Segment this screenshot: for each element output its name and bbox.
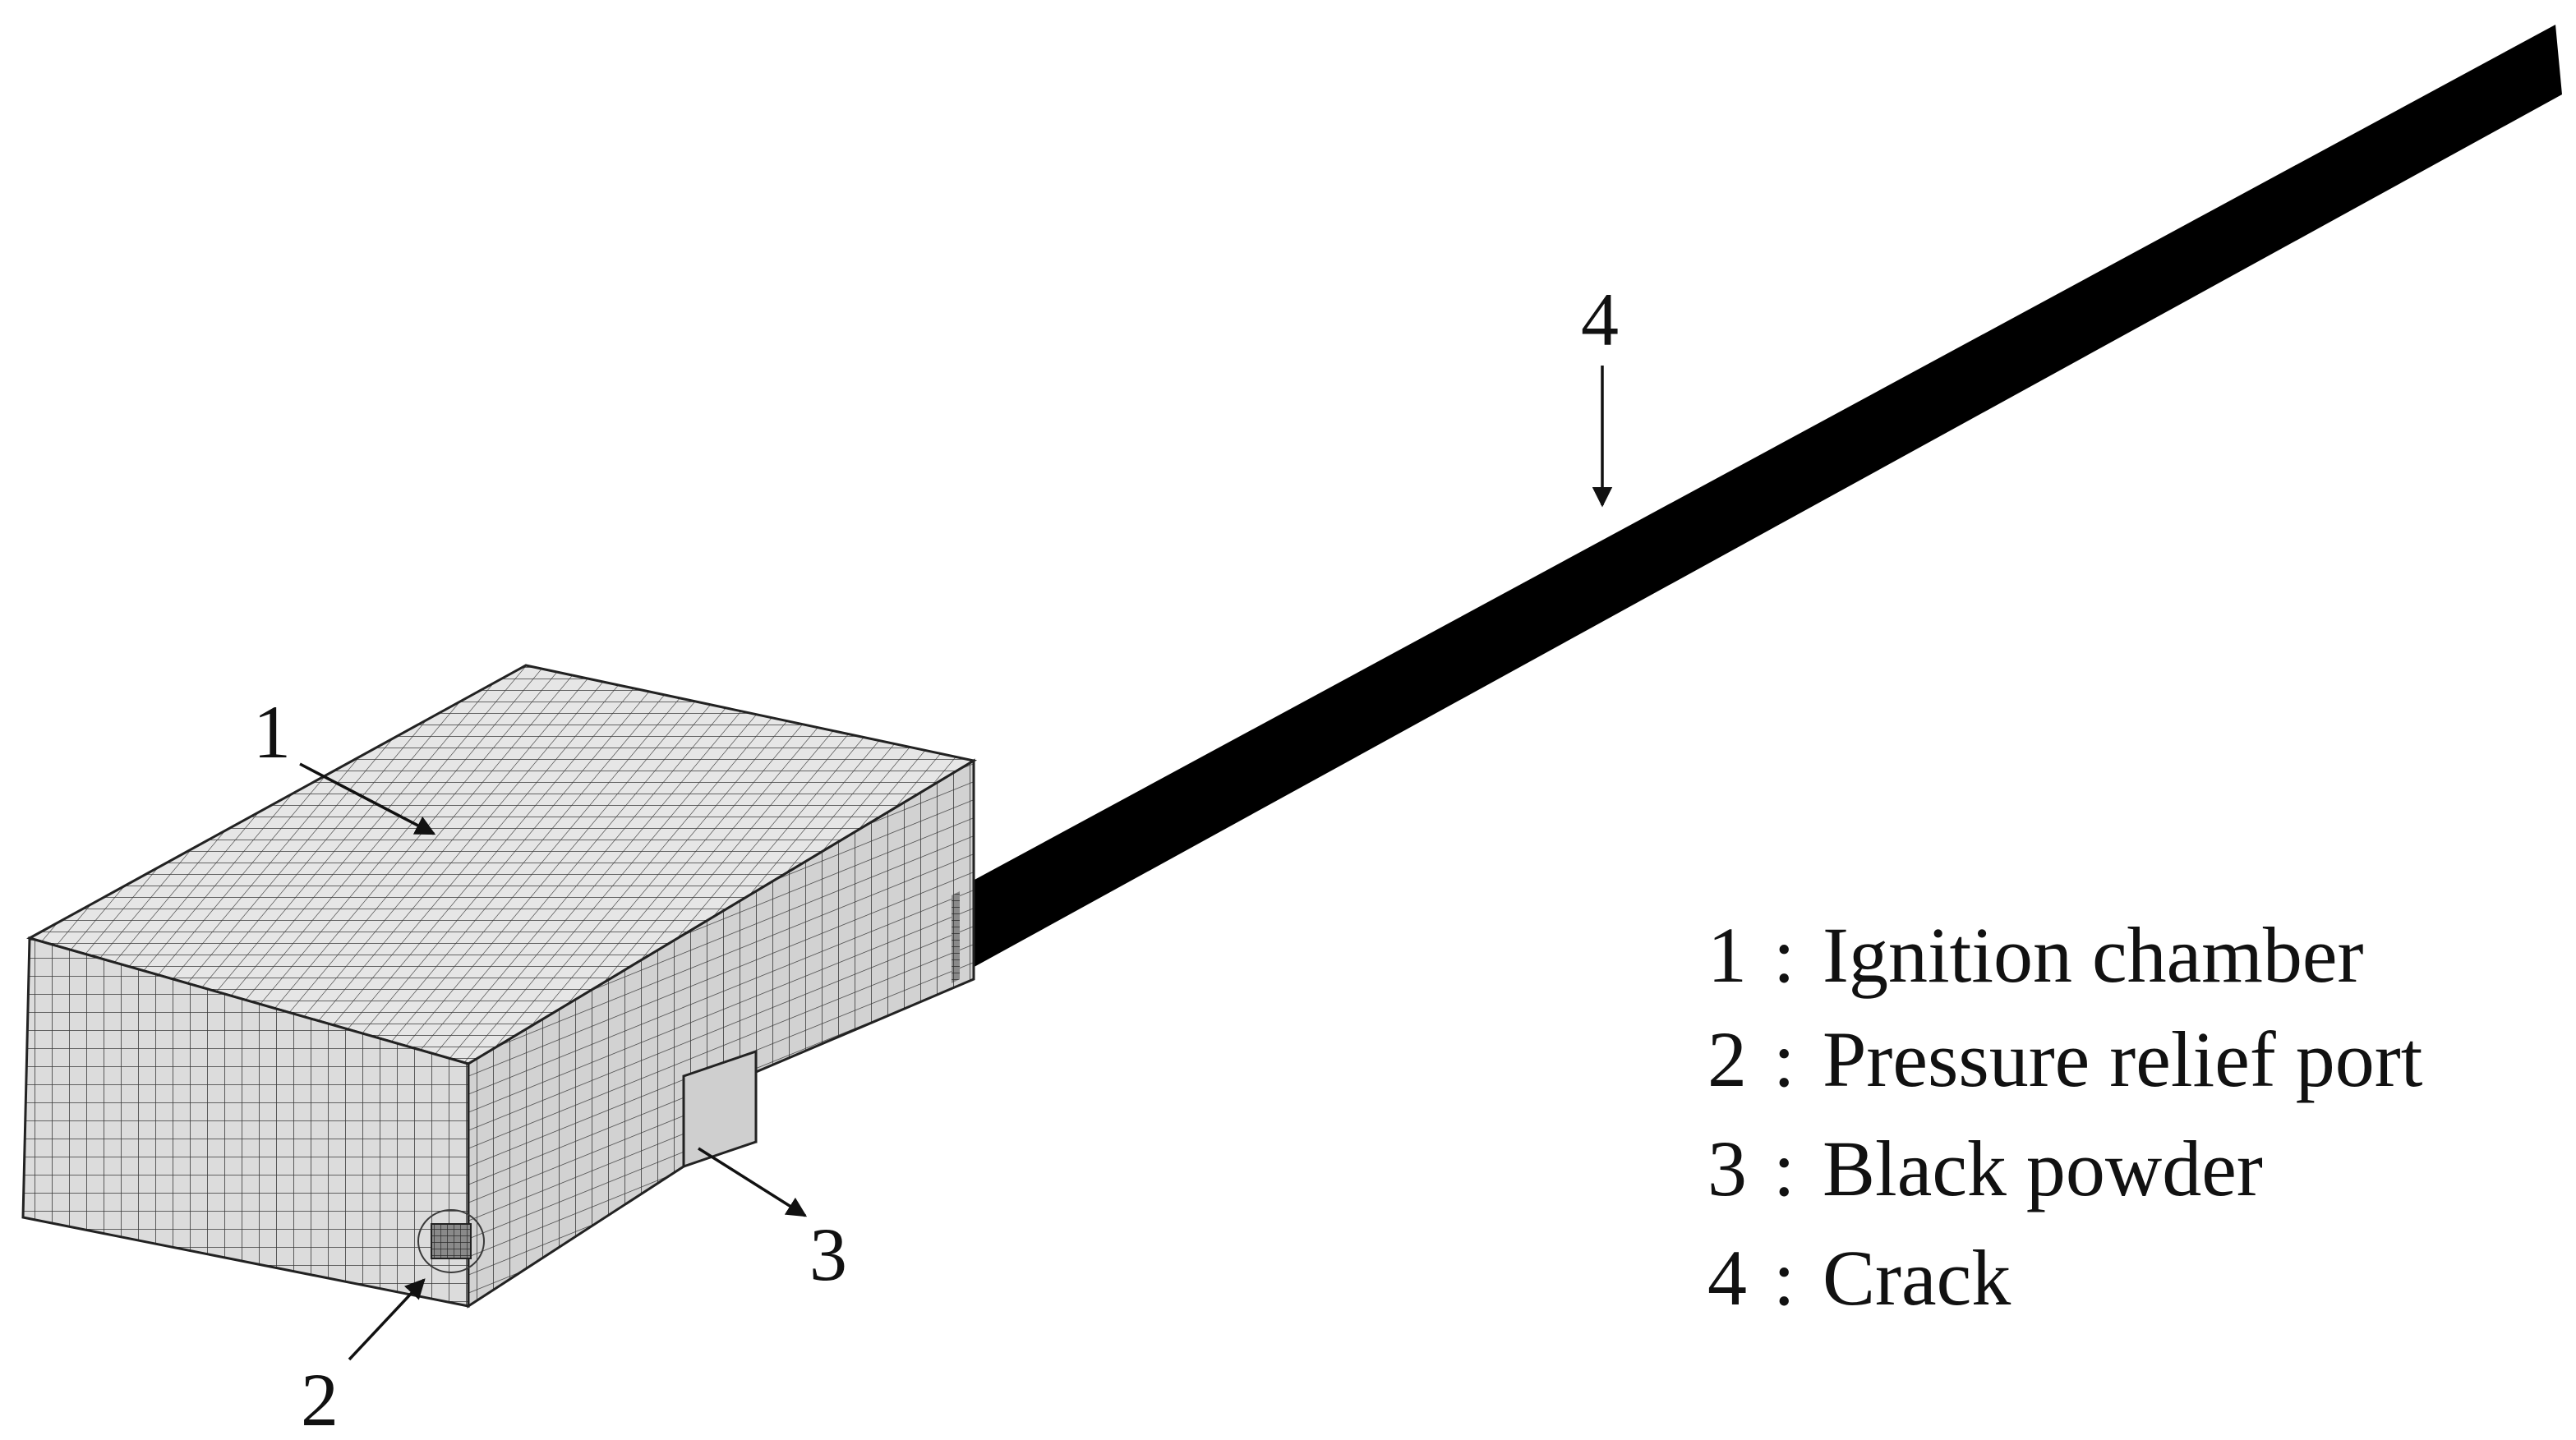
legend-text-1: Ignition chamber: [1823, 911, 2363, 999]
callout-3: 3: [809, 1212, 847, 1296]
legend-num-1: 1: [1707, 911, 1747, 999]
crack-interface-strip: [952, 891, 960, 983]
legend-sep-4: :: [1773, 1234, 1795, 1322]
arrow-1: [299, 762, 436, 835]
legend-num-4: 4: [1707, 1234, 1747, 1322]
arrow-3: [698, 1147, 808, 1217]
callout-1: 1: [253, 690, 291, 774]
pressure-relief-port: [431, 1223, 472, 1259]
legend-text-3: Black powder: [1823, 1125, 2263, 1212]
legend-num-3: 3: [1707, 1125, 1747, 1212]
black-powder-notch: [682, 1049, 758, 1169]
legend-sep-2: :: [1773, 1015, 1795, 1103]
legend-text-2: Pressure relief port: [1823, 1015, 2423, 1103]
arrow-2: [348, 1278, 426, 1361]
legend: 1 : Ignition chamber 2 : Pressure relief…: [1707, 911, 2423, 1322]
legend-text-4: Crack: [1823, 1234, 2011, 1322]
crack-bar: [953, 25, 2562, 978]
callout-4: 4: [1581, 278, 1619, 361]
legend-sep-1: :: [1773, 911, 1795, 999]
legend-sep-3: :: [1773, 1125, 1795, 1212]
callout-2: 2: [301, 1358, 339, 1440]
legend-num-2: 2: [1707, 1015, 1747, 1103]
